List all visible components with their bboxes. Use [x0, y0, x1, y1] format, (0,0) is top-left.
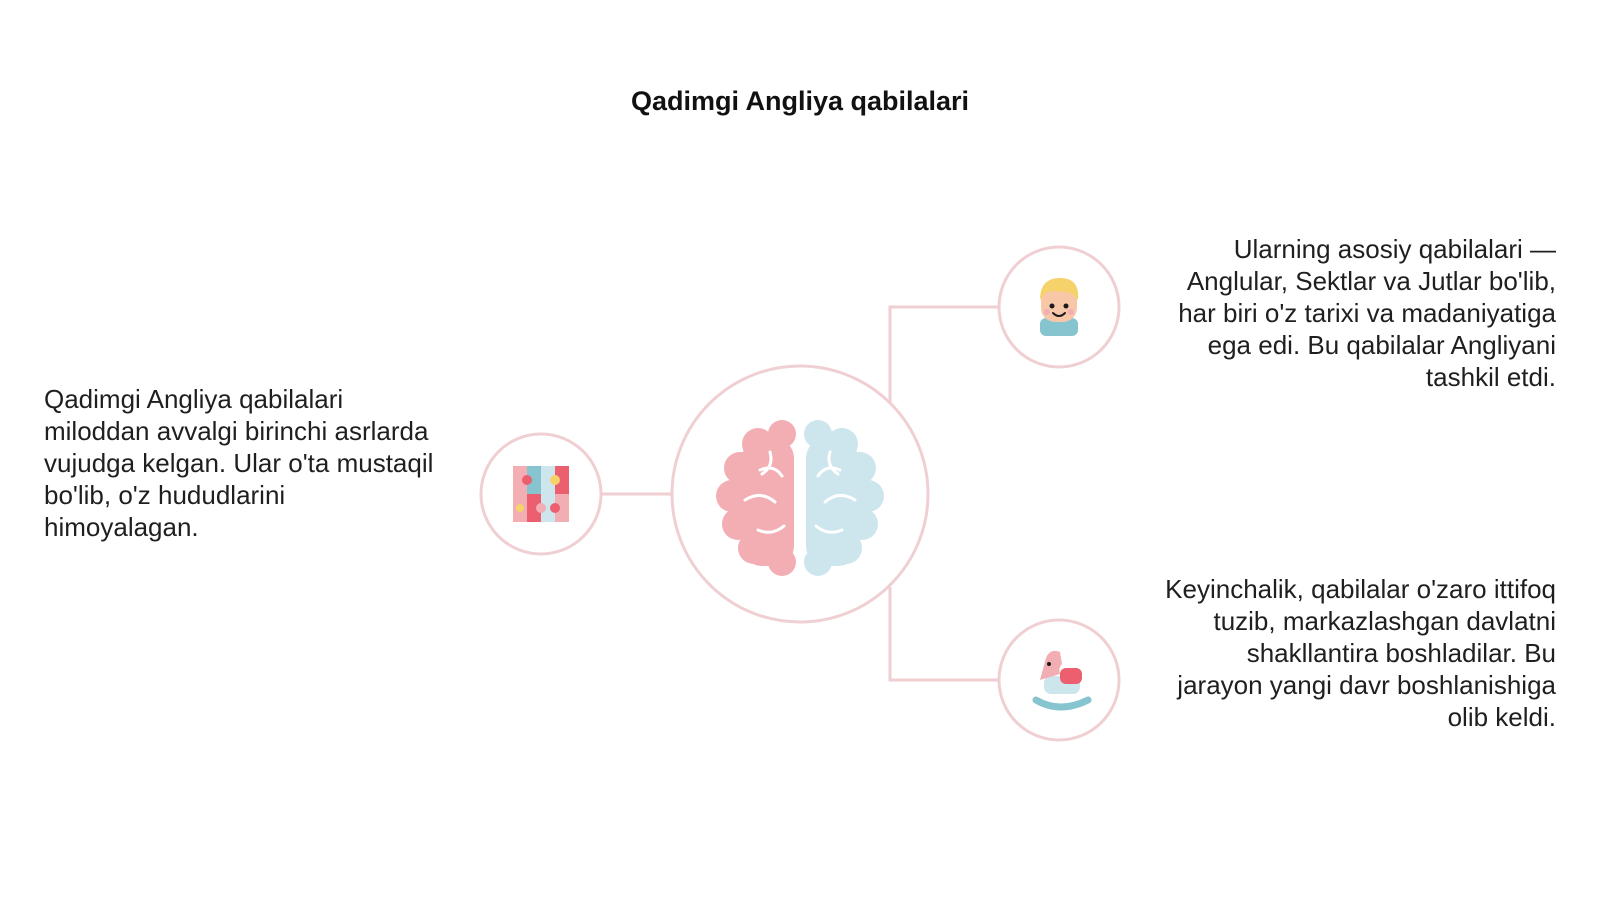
right-top-node-text: Ularning asosiy qabilalari — Anglular, S…: [1178, 234, 1556, 392]
center-circle: [670, 364, 930, 624]
puzzle-icon: [513, 466, 569, 522]
connector-lines: [602, 305, 999, 682]
right-bottom-node: [997, 618, 1121, 742]
center-node: [670, 364, 930, 624]
left-node: [479, 432, 603, 556]
child-face-icon: [1040, 278, 1079, 336]
right-top-node: [997, 245, 1121, 369]
page-title: Qadimgi Angliya qabilalari: [630, 86, 970, 116]
connector-right-top: [888, 305, 999, 402]
left-node-text: Qadimgi Angliya qabilalari miloddan avva…: [44, 384, 434, 542]
brain-icon: [716, 420, 884, 576]
rocking-horse-icon: [1032, 650, 1092, 711]
right-bottom-node-text: Keyinchalik, qabilalar o'zaro ittifoq tu…: [1165, 574, 1556, 732]
connector-right-bottom: [888, 587, 999, 682]
